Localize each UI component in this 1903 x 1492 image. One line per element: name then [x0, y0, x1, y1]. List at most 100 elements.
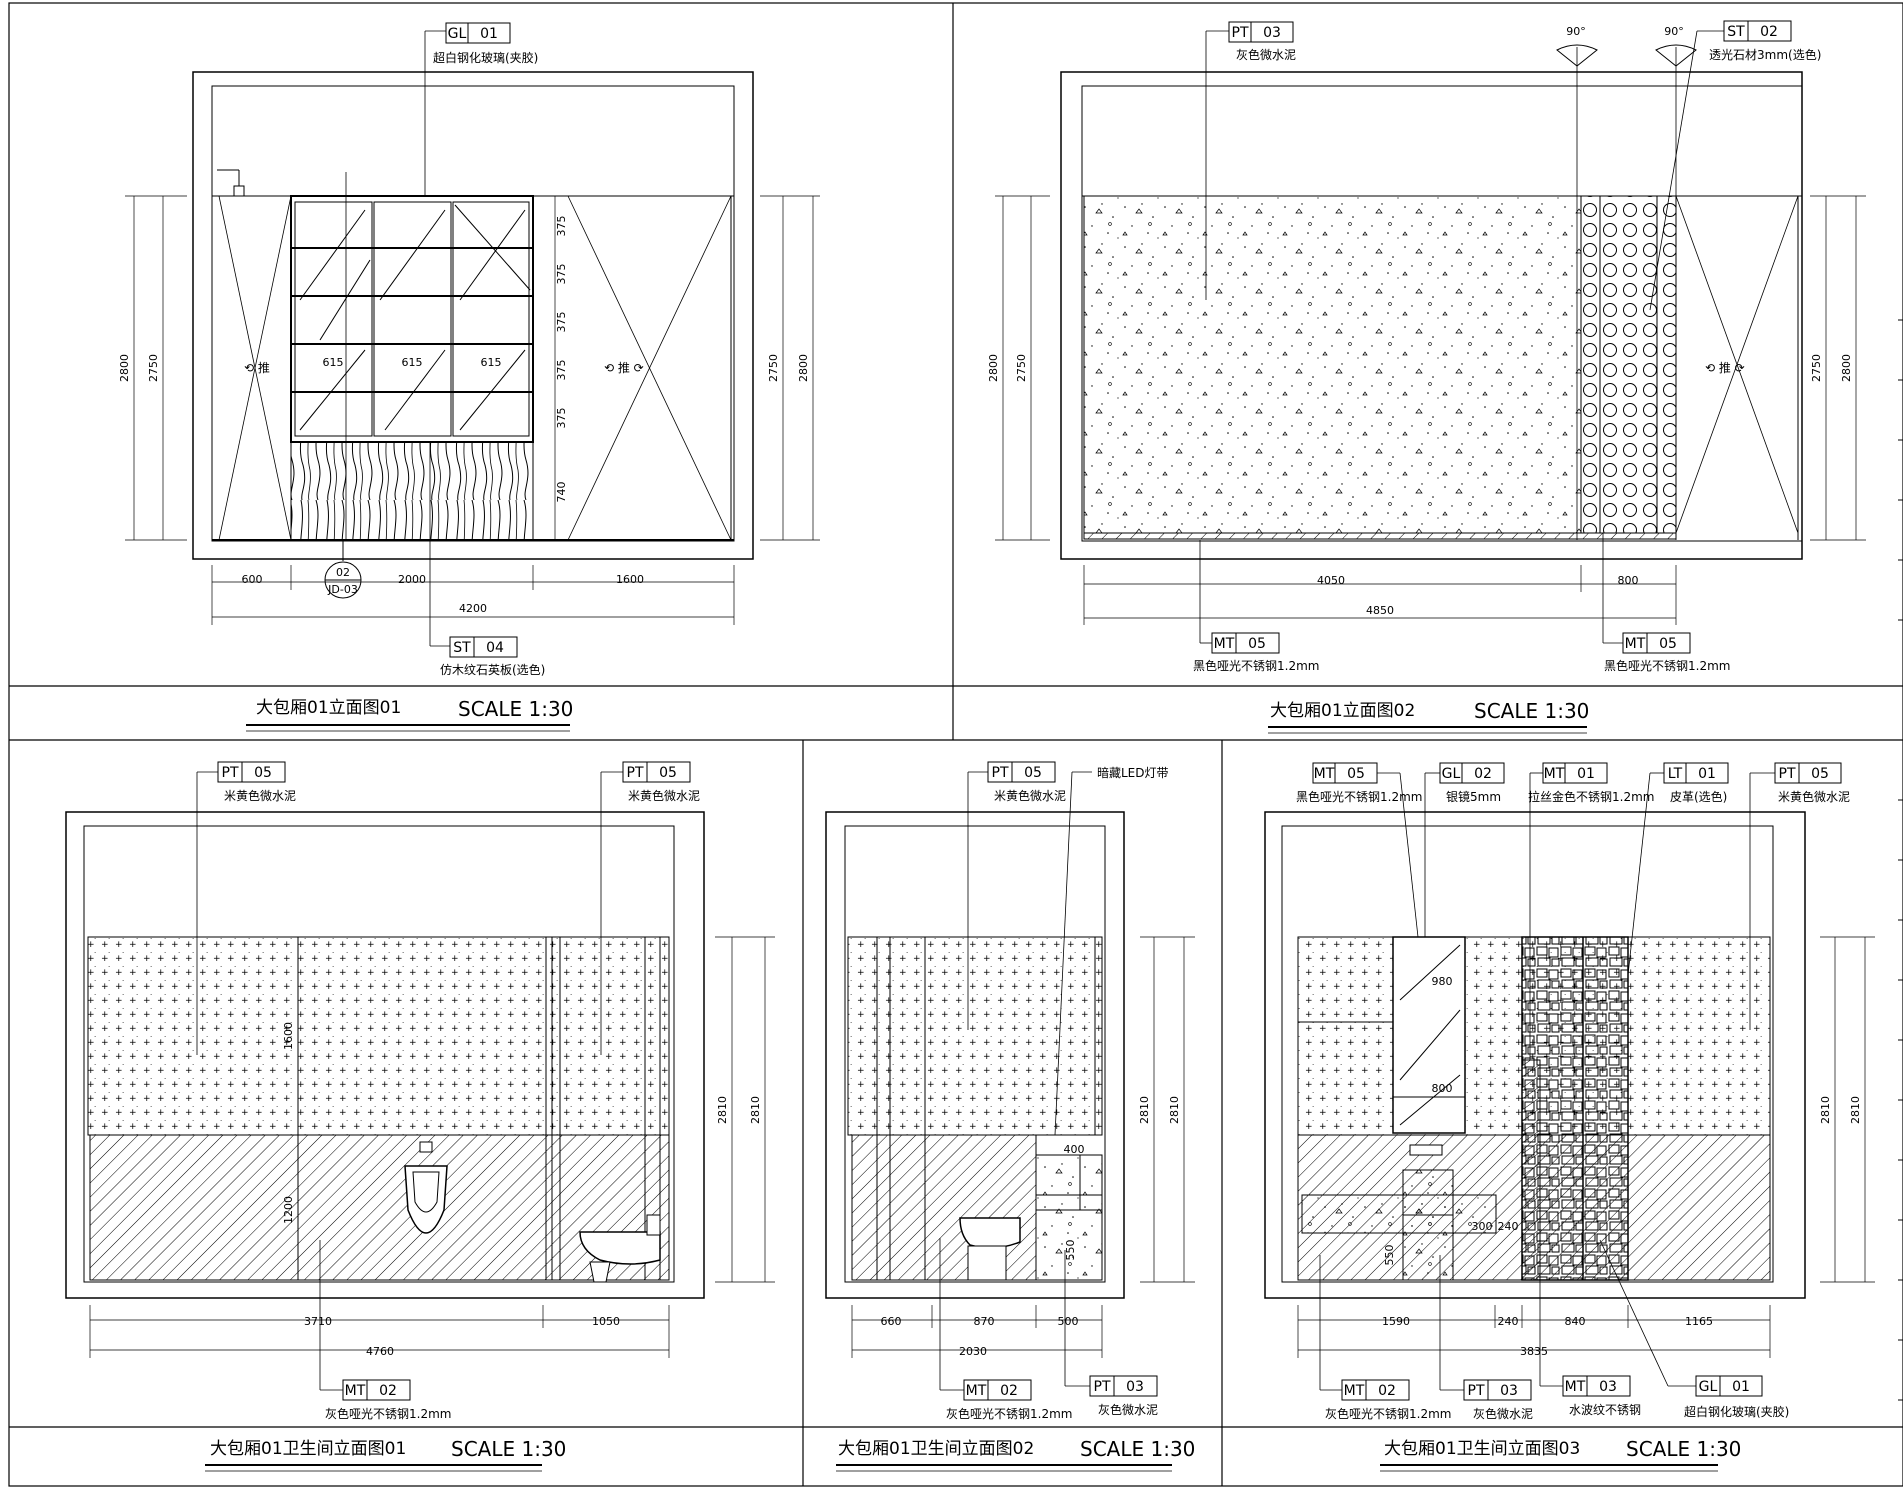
grey-steel-lower-wall [851, 1134, 1037, 1281]
dim-240-inner: 240 [1498, 1220, 1519, 1233]
material-note: 米黄色微水泥 [628, 789, 700, 803]
dim-2810-a: 2810 [1138, 1096, 1151, 1124]
tag-code: ST [453, 640, 471, 656]
tag-code: PT [222, 765, 239, 781]
callout-number: 02 [336, 566, 350, 579]
toilet-icon [579, 1214, 661, 1283]
tag-number: 05 [1024, 765, 1042, 781]
dimensions-panel-3: 3710 1050 4760 2810 2810 1200 1600 [89, 936, 775, 1358]
dim-375-d: 375 [555, 360, 568, 381]
dim-2000: 2000 [398, 573, 426, 586]
right-door-panel: ⟲ 推 ⟳ [567, 195, 732, 541]
tag-number: 02 [1474, 766, 1492, 782]
dim-4850: 4850 [1366, 604, 1394, 617]
tag-number: 01 [1698, 766, 1716, 782]
dim-1165: 1165 [1685, 1315, 1713, 1328]
tag-st-02: ST 02 透光石材3mm(选色) [1649, 20, 1821, 311]
tag-code: MT [1214, 636, 1235, 652]
dim-660: 660 [881, 1315, 902, 1328]
tag-pt-05: PT 05 米黄色微水泥 [1749, 762, 1850, 1030]
tag-number: 05 [659, 765, 677, 781]
dim-550: 550 [1383, 1245, 1396, 1266]
tag-number: 02 [1000, 1383, 1018, 1399]
dim-2030: 2030 [959, 1345, 987, 1358]
material-note: 银镜5mm [1446, 789, 1501, 804]
panel-1-scale: SCALE 1:30 [458, 697, 573, 721]
dim-4200: 4200 [459, 602, 487, 615]
dim-2810-a: 2810 [716, 1096, 729, 1124]
tag-gl-01: GL 01 超白钢化玻璃(夹胶) [424, 22, 538, 196]
wood-grain-base [290, 441, 534, 541]
tag-code: PT [627, 765, 644, 781]
material-note: 皮革(选色) [1670, 790, 1727, 804]
tag-lt-01: LT 01 皮革(选色) [1627, 762, 1729, 976]
material-note: 超白钢化玻璃(夹胶) [1684, 1404, 1789, 1419]
vanity-cabinet [1035, 1154, 1103, 1281]
tag-mt-05-right: MT 05 黑色哑光不锈钢1.2mm [1602, 533, 1730, 673]
elevation-panel-2: ⟲ 推 ⟳ 90° 90° 4050 800 4850 [987, 20, 1866, 734]
tag-number: 03 [1500, 1383, 1518, 1399]
elevation-panel-5: 980 800 550 300 1590 240 [1264, 762, 1875, 1472]
panel-1-title: 大包厢01立面图01 [256, 698, 401, 718]
dim-1600: 1600 [616, 573, 644, 586]
dim-2750-left: 2750 [1015, 354, 1028, 382]
grey-steel-lower-wall [89, 1134, 670, 1281]
dimensions-panel-2: 4050 800 4850 2800 2750 2750 2800 [987, 195, 1866, 625]
callout-bubble: 02 JD-03 [324, 540, 362, 599]
micro-cement-wall [1083, 195, 1582, 534]
material-note: 拉丝金色不锈钢1.2mm [1528, 789, 1654, 804]
svg-text:⟲ 推 ⟳: ⟲ 推 ⟳ [1705, 361, 1745, 375]
svg-text:⟲ 推 ⟳: ⟲ 推 ⟳ [604, 361, 644, 375]
tag-pt-05-right: PT 05 米黄色微水泥 [600, 761, 700, 1055]
tag-number: 03 [1126, 1379, 1144, 1395]
material-note: 水波纹不锈钢 [1569, 1403, 1641, 1417]
tag-code: MT [345, 1383, 366, 1399]
tag-number: 05 [1347, 766, 1365, 782]
tag-code: MT [966, 1383, 987, 1399]
tag-pt-05-left: PT 05 米黄色微水泥 [196, 761, 296, 1055]
vanity-counter: 550 300 [1301, 1144, 1497, 1281]
material-note: 灰色微水泥 [1098, 1403, 1158, 1417]
elevation-panel-3: 3710 1050 4760 2810 2810 1200 1600 PT 05… [65, 761, 775, 1472]
tag-st-04: ST 04 仿木纹石英板(选色) [429, 442, 545, 677]
tag-number: 05 [1248, 636, 1266, 652]
tag-code: PT [1779, 766, 1796, 782]
dim-500: 500 [1058, 1315, 1079, 1328]
tag-number: 02 [379, 1383, 397, 1399]
dim-2810-b: 2810 [1168, 1096, 1181, 1124]
panel-4-scale: SCALE 1:30 [1080, 1437, 1195, 1461]
dim-2810-b: 2810 [1849, 1096, 1862, 1124]
callout-sheet: JD-03 [327, 583, 358, 596]
dim-600: 600 [242, 573, 263, 586]
dim-400: 400 [1064, 1143, 1085, 1156]
tag-code: ST [1727, 24, 1745, 40]
gold-steel-trim [1521, 1059, 1541, 1281]
beige-cement-upper-wall [847, 936, 1103, 1136]
dimensions-panel-5: 1590 240 840 1165 3835 2810 2810 240 [1297, 936, 1875, 1358]
material-note: 灰色微水泥 [1236, 48, 1296, 62]
left-door-panel: ⟲ 推 [218, 195, 292, 541]
dim-800: 800 [1432, 1082, 1453, 1095]
dim-2750-right: 2750 [767, 354, 780, 382]
dim-2810-a: 2810 [1819, 1096, 1832, 1124]
panel-3-title: 大包厢01卫生间立面图01 [210, 1439, 406, 1459]
glass-cabinet [290, 195, 534, 443]
panel-5-title: 大包厢01卫生间立面图03 [1384, 1439, 1580, 1459]
panel-4-title: 大包厢01卫生间立面图02 [838, 1439, 1034, 1459]
dim-2800-right: 2800 [1840, 354, 1853, 382]
dim-550: 550 [1064, 1240, 1077, 1261]
dim-240: 240 [1498, 1315, 1519, 1328]
black-steel-skirting [1083, 532, 1677, 540]
dim-375-e: 375 [555, 408, 568, 429]
tag-number: 02 [1378, 1383, 1396, 1399]
tag-pt-03: PT 03 灰色微水泥 [1439, 1255, 1533, 1421]
tag-pt-03: PT 03 灰色微水泥 [1205, 21, 1296, 300]
material-note: 透光石材3mm(选色) [1709, 48, 1821, 62]
tag-number: 01 [480, 26, 498, 42]
dim-375-a: 375 [555, 216, 568, 237]
switch-box [217, 169, 245, 197]
tag-code: PT [1232, 25, 1249, 41]
tag-mt-01: MT 01 拉丝金色不锈钢1.2mm [1528, 762, 1654, 1060]
tag-code: GL [1442, 766, 1461, 782]
